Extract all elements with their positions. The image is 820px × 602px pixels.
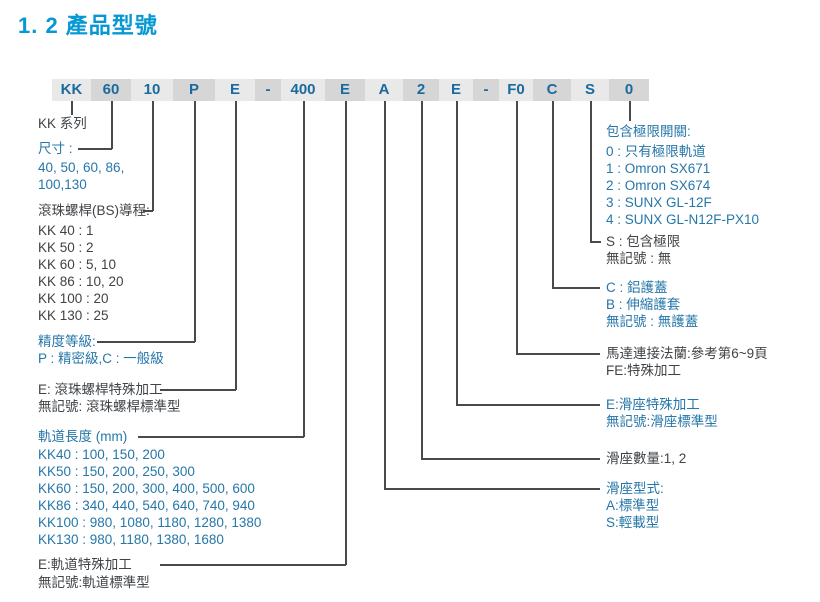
cover-option: C : 鋁護蓋 [606,280,668,295]
model-code-segment-precision: P [173,79,215,101]
motor-flange-line: FE:特殊加工 [606,363,682,378]
connector-precision-vline [194,101,196,342]
connector-screw-mach-hline [160,389,236,391]
connector-motor-flange-hline [516,353,600,355]
connector-block-mach-hline [456,404,600,406]
connector-size-hline [78,148,112,150]
connector-rail-mach-vline [345,101,347,565]
connector-rail-length-hline [138,436,304,438]
block-type-option: A:標準型 [606,498,660,513]
limit-included-line: 無記號 : 無 [606,251,672,266]
rail-length-line: KK86 : 340, 440, 540, 640, 740, 940 [38,498,255,513]
connector-rail-length-vline [303,101,305,437]
limit-switch-option: 3 : SUNX GL-12F [606,195,712,210]
screw-machining-line: E: 滾珠螺桿特殊加工 [38,382,163,397]
rail-length-line: KK100 : 980, 1080, 1180, 1280, 1380 [38,515,262,530]
size-heading: 尺寸 : [38,141,73,156]
limit-included-line: S : 包含極限 [606,234,681,249]
precision-heading: 精度等級: [38,334,96,349]
connector-block-type-vline [384,101,386,489]
connector-block-count-hline [421,458,600,460]
limit-switch-option: 0 : 只有極限軌道 [606,144,706,159]
limit-switch-heading: 包含極限開關: [606,124,691,139]
connector-block-count-vline [421,101,423,459]
rail-length-heading: 軌道長度 (mm) [38,429,128,444]
size-values-line: 40, 50, 60, 86, [38,160,125,175]
connector-block-type-hline [384,488,600,490]
block-type-heading: 滑座型式: [606,481,664,496]
lead-value-line: KK 50 : 2 [38,240,94,255]
connector-precision-hline [97,341,195,343]
block-count-line: 滑座數量:1, 2 [606,451,687,466]
cover-option: 無記號 : 無護蓋 [606,314,699,329]
model-code-separator-1: - [255,79,281,101]
connector-lead-vline [152,101,154,211]
lead-value-line: KK 130 : 25 [38,308,109,323]
model-code-segment-rail-mach: E [325,79,365,101]
section-title: 1. 2 產品型號 [18,13,158,38]
connector-limit-included-hline [590,241,601,243]
connector-rail-mach-hline [160,564,346,566]
limit-switch-option: 2 : Omron SX674 [606,178,711,193]
model-code-segment-motor-flange: F0 [499,79,533,101]
connector-limit-included-vline [590,101,592,242]
connector-lead-hline [143,210,153,212]
lead-heading: 滾珠螺桿(BS)導程: [38,203,150,218]
connector-size-vline [111,101,113,149]
connector-limit-switch-vline [629,101,631,121]
connector-series-vline [71,101,73,115]
connector-motor-flange-vline [516,101,518,354]
series-label: KK 系列 [38,116,87,131]
motor-flange-line: 馬達連接法蘭:參考第6~9頁 [606,346,768,361]
model-code-segment-series: KK [52,79,91,101]
model-code-segment-block-mach: E [439,79,473,101]
rail-length-line: KK40 : 100, 150, 200 [38,447,165,462]
model-code-segment-cover: C [533,79,571,101]
model-code-segment-size: 60 [91,79,131,101]
lead-value-line: KK 100 : 20 [38,291,109,306]
lead-value-line: KK 86 : 10, 20 [38,274,124,289]
connector-screw-mach-vline [235,101,237,390]
rail-machining-line: E:軌道特殊加工 [38,557,132,572]
screw-machining-line: 無記號: 滾珠螺桿標準型 [38,399,181,414]
model-code-separator-2: - [473,79,499,101]
rail-length-line: KK50 : 150, 200, 250, 300 [38,464,195,479]
model-code-segment-limit-included: S [571,79,609,101]
lead-value-line: KK 40 : 1 [38,223,94,238]
model-code-segment-limit-switch: 0 [609,79,649,101]
lead-value-line: KK 60 : 5, 10 [38,257,117,272]
limit-switch-option: 4 : SUNX GL-N12F-PX10 [606,212,760,227]
model-code-segment-block-type: A [365,79,403,101]
model-code-segment-rail-length: 400 [281,79,325,101]
precision-value-line: P : 精密級,C : 一般級 [38,351,164,366]
model-code-segment-screw-mach: E [215,79,255,101]
limit-switch-option: 1 : Omron SX671 [606,161,711,176]
rail-length-line: KK60 : 150, 200, 300, 400, 500, 600 [38,481,255,496]
connector-cover-hline [552,287,600,289]
rail-length-line: KK130 : 980, 1180, 1380, 1680 [38,532,224,547]
size-values-line: 100,130 [38,177,87,192]
block-machining-line: E:滑座特殊加工 [606,397,700,412]
connector-cover-vline [552,101,554,288]
cover-option: B : 伸縮護套 [606,297,681,312]
rail-machining-line: 無記號:軌道標準型 [38,575,150,590]
connector-block-mach-vline [456,101,458,405]
block-type-option: S:輕載型 [606,515,660,530]
block-machining-line: 無記號:滑座標準型 [606,414,718,429]
model-code-segment-lead: 10 [131,79,173,101]
model-code-segment-block-count: 2 [403,79,439,101]
